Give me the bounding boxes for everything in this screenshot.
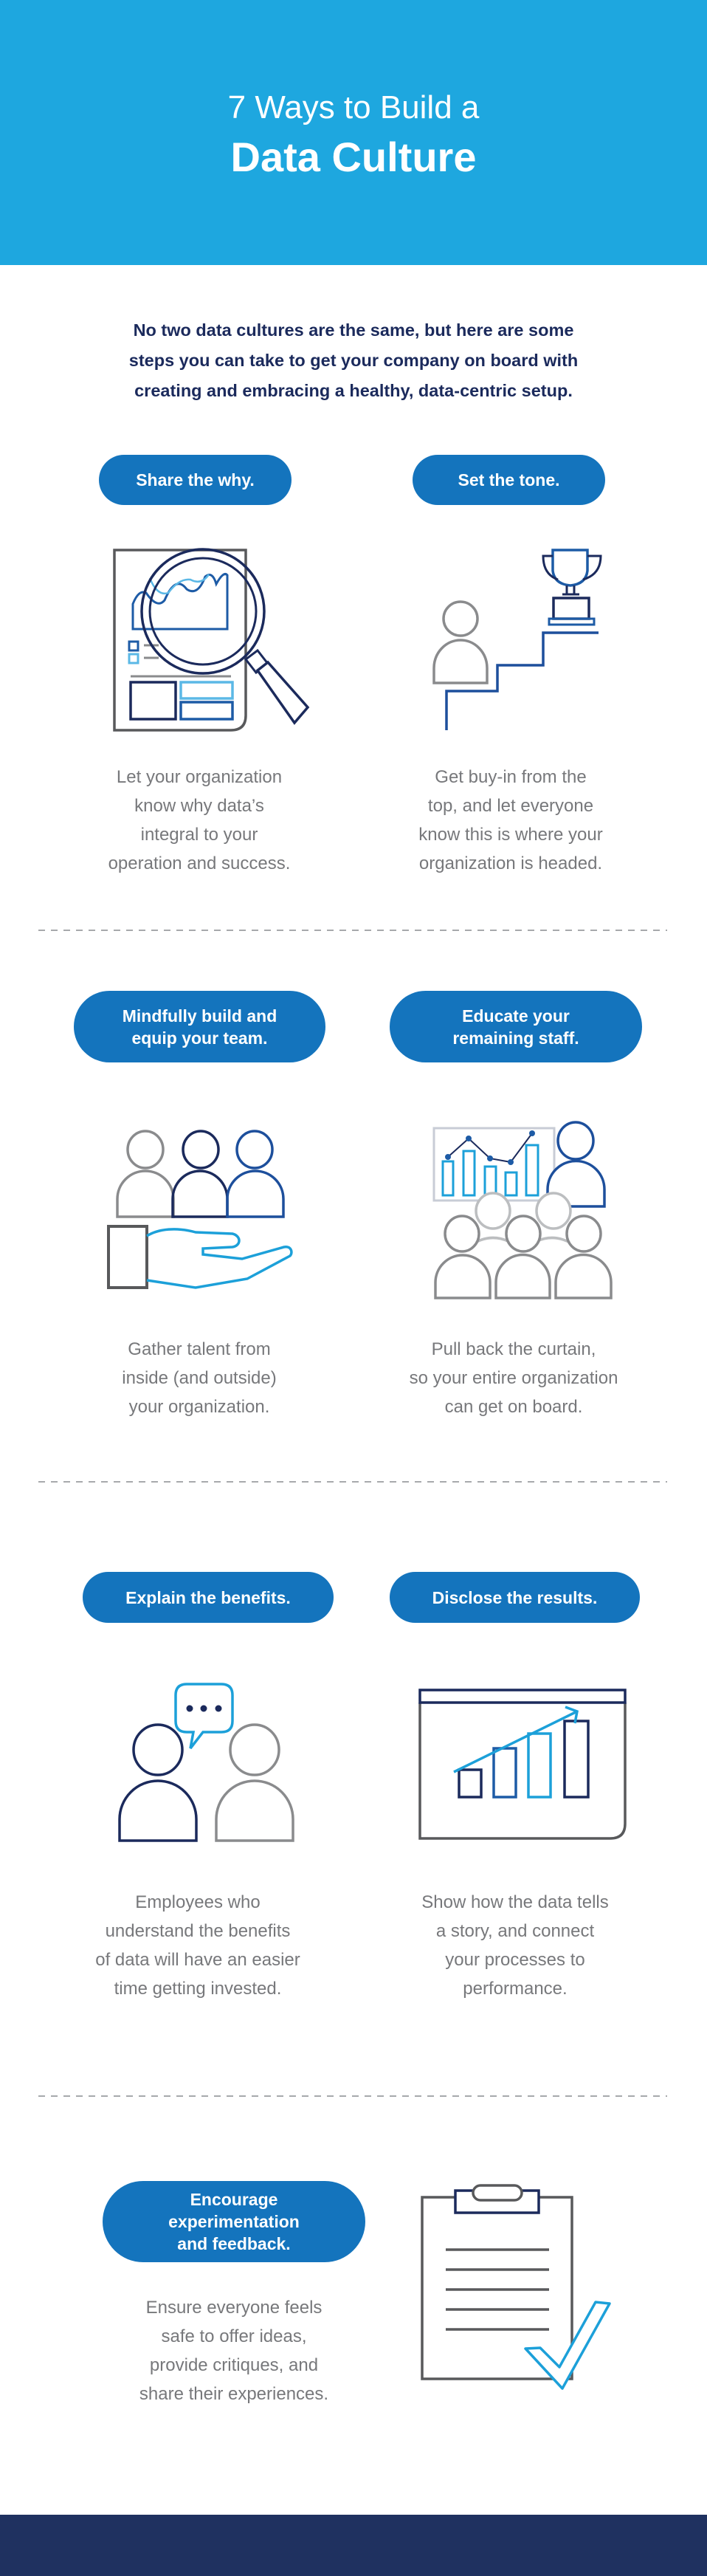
conversation-icon — [118, 1683, 294, 1842]
step-description: Show how the data tells a story, and con… — [353, 1888, 677, 2003]
description-line: Get buy-in from the — [435, 767, 587, 787]
pill-label: Mindfully build and — [122, 1006, 277, 1026]
footer-band — [0, 2515, 707, 2576]
description-line: Show how the data tells — [421, 1892, 609, 1912]
description-line: can get on board. — [444, 1397, 583, 1417]
section-divider — [38, 2095, 667, 2097]
description-line: provide critiques, and — [149, 2355, 319, 2375]
intro-line: steps you can take to get your company o… — [128, 351, 579, 370]
step-educate-staff-pill[interactable]: Educate your remaining staff. — [390, 991, 642, 1062]
intro-line: creating and embracing a healthy, data-c… — [134, 381, 573, 400]
description-line: your processes to — [445, 1950, 585, 1970]
growth-chart-icon — [418, 1689, 627, 1840]
pill-label: Disclose the results. — [432, 1587, 598, 1607]
pill-label: remaining staff. — [452, 1028, 579, 1048]
clipboard-check-icon — [421, 2184, 611, 2390]
step-description: Employees who understand the benefits of… — [35, 1888, 360, 2003]
stairs-trophy-icon — [432, 549, 602, 730]
step-build-team-pill[interactable]: Mindfully build and equip your team. — [74, 991, 325, 1062]
description-line: performance. — [463, 1979, 568, 1999]
description-line: integral to your — [140, 825, 258, 845]
description-line: Employees who — [135, 1892, 261, 1912]
description-line: time getting invested. — [114, 1979, 282, 1999]
description-line: a story, and connect — [435, 1921, 595, 1941]
page-title-line2: Data Culture — [230, 134, 477, 180]
presentation-audience-icon — [432, 1121, 613, 1299]
description-line: Ensure everyone feels — [145, 2298, 323, 2318]
page-title-line1: 7 Ways to Build a — [227, 89, 480, 126]
team-hand-icon — [107, 1130, 293, 1289]
description-line: top, and let everyone — [427, 796, 594, 816]
header-banner — [0, 0, 707, 265]
description-line: know why data’s — [134, 796, 264, 816]
pill-label: experimentation — [168, 2212, 300, 2231]
pill-label: Explain the benefits. — [125, 1587, 291, 1607]
intro-text: No two data cultures are the same, but h… — [74, 315, 633, 406]
description-line: understand the benefits — [105, 1921, 291, 1941]
description-line: Let your organization — [116, 767, 283, 787]
step-disclose-results-pill[interactable]: Disclose the results. — [390, 1572, 640, 1623]
magnifying-glass-report-icon — [113, 548, 310, 732]
pill-label: Educate your — [462, 1006, 570, 1026]
description-line: your organization. — [128, 1397, 270, 1417]
step-description: Ensure everyone feels safe to offer idea… — [72, 2293, 396, 2408]
section-divider — [38, 930, 667, 931]
pill-label: Set the tone. — [458, 470, 560, 490]
pill-label: and feedback. — [177, 2234, 291, 2253]
step-description: Let your organization know why data’s in… — [37, 763, 362, 878]
description-line: Pull back the curtain, — [431, 1339, 596, 1359]
description-line: share their experiences. — [139, 2384, 329, 2404]
description-line: Gather talent from — [128, 1339, 271, 1359]
description-line: know this is where your — [418, 825, 603, 845]
step-description: Get buy-in from the top, and let everyon… — [348, 763, 673, 878]
step-description: Pull back the curtain, so your entire or… — [351, 1335, 676, 1421]
step-share-the-why-pill[interactable]: Share the why. — [99, 455, 292, 505]
description-line: operation and success. — [108, 853, 291, 873]
description-line: of data will have an easier — [95, 1950, 300, 1970]
description-line: so your entire organization — [409, 1368, 618, 1388]
step-description: Gather talent from inside (and outside) … — [37, 1335, 362, 1421]
description-line: safe to offer ideas, — [161, 2326, 307, 2346]
intro-line: No two data cultures are the same, but h… — [133, 320, 574, 340]
pill-label: Share the why. — [136, 470, 255, 490]
step-set-the-tone-pill[interactable]: Set the tone. — [413, 455, 605, 505]
step-explain-benefits-pill[interactable]: Explain the benefits. — [83, 1572, 334, 1623]
description-line: organization is headed. — [418, 853, 603, 873]
step-encourage-feedback-pill[interactable]: Encourage experimentation and feedback. — [103, 2181, 365, 2262]
description-line: inside (and outside) — [122, 1368, 277, 1388]
section-divider — [38, 1481, 667, 1483]
pill-label: equip your team. — [131, 1028, 268, 1048]
pill-label: Encourage — [190, 2190, 278, 2209]
